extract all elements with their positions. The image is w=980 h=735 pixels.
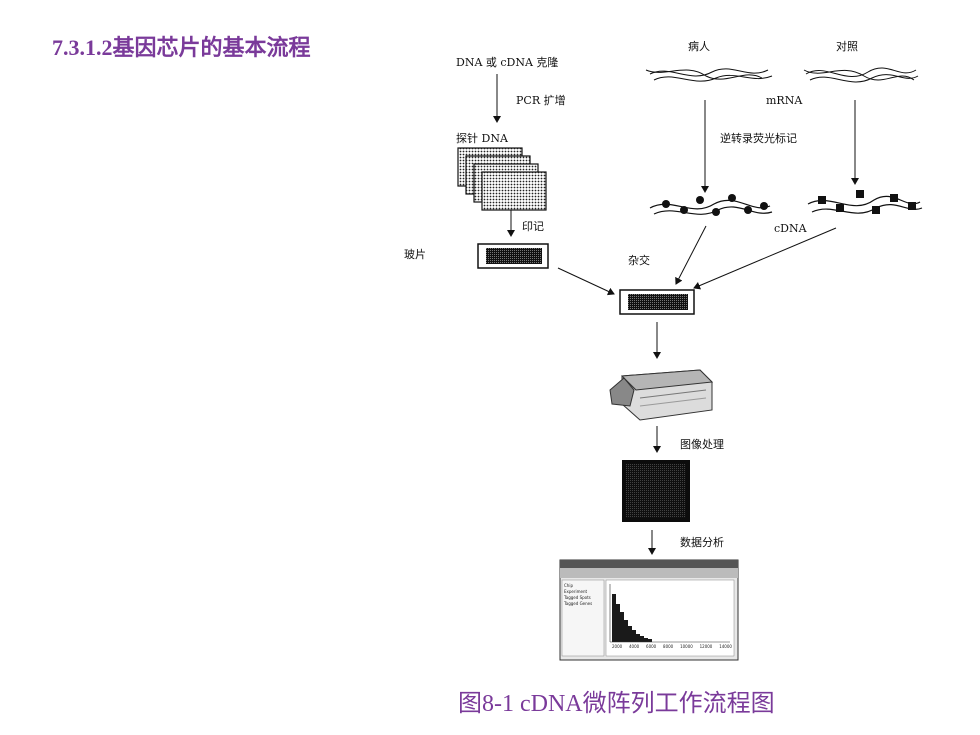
label-data-analysis: 数据分析	[680, 536, 724, 549]
histogram-axis-ticks: 2000 4000 6000 8000 10000 12000 14000	[612, 644, 732, 649]
label-patient: 病人	[688, 40, 710, 53]
tree-item: Chip	[564, 583, 573, 588]
axis-tick: 14000	[719, 644, 732, 649]
histogram-bars	[612, 594, 652, 642]
label-pcr: PCR 扩增	[516, 94, 566, 107]
hybridized-slide-icon	[619, 289, 695, 315]
axis-tick: 8000	[663, 644, 674, 649]
cdna-patient-icon	[649, 194, 773, 216]
mrna-patient-icon	[645, 68, 773, 82]
glass-slide-icon	[477, 243, 549, 269]
label-dna-clone: DNA 或 cDNA 克隆	[456, 56, 559, 69]
label-reverse-transcription: 逆转录荧光标记	[720, 132, 797, 145]
label-image-processing: 图像处理	[680, 438, 724, 451]
label-hybridization: 杂交	[628, 254, 650, 267]
microarray-image	[622, 460, 690, 522]
mrna-control-icon	[803, 67, 919, 83]
label-mrna: mRNA	[766, 94, 803, 107]
tree-item: Tagged Spots	[564, 595, 591, 600]
tree-item: Experiment	[564, 589, 588, 594]
software-tree: Chip Experiment Tagged Spots Tagged Gene…	[564, 583, 604, 607]
axis-tick: 2000	[612, 644, 623, 649]
label-print: 印记	[522, 220, 544, 233]
label-cdna: cDNA	[774, 222, 807, 235]
figure-caption: 图8-1 cDNA微阵列工作流程图	[458, 691, 775, 717]
axis-tick: 4000	[629, 644, 640, 649]
axis-tick: 10000	[680, 644, 693, 649]
probe-plates-icon	[457, 147, 547, 211]
axis-tick: 6000	[646, 644, 657, 649]
page-title: 7.3.1.2基因芯片的基本流程	[52, 35, 311, 60]
axis-tick: 12000	[699, 644, 713, 649]
cdna-control-icon	[807, 190, 923, 214]
label-probe-dna: 探针 DNA	[456, 132, 508, 145]
arrow-control-to-hybrid	[693, 227, 837, 290]
label-glass: 玻片	[404, 248, 426, 261]
analysis-software-window	[559, 559, 739, 661]
scanner-icon	[609, 369, 714, 421]
arrow-glass-to-hybrid	[557, 267, 615, 296]
tree-item: Tagged Genes	[564, 601, 593, 606]
arrow-patient-to-hybrid	[675, 225, 707, 285]
label-control: 对照	[836, 40, 858, 53]
